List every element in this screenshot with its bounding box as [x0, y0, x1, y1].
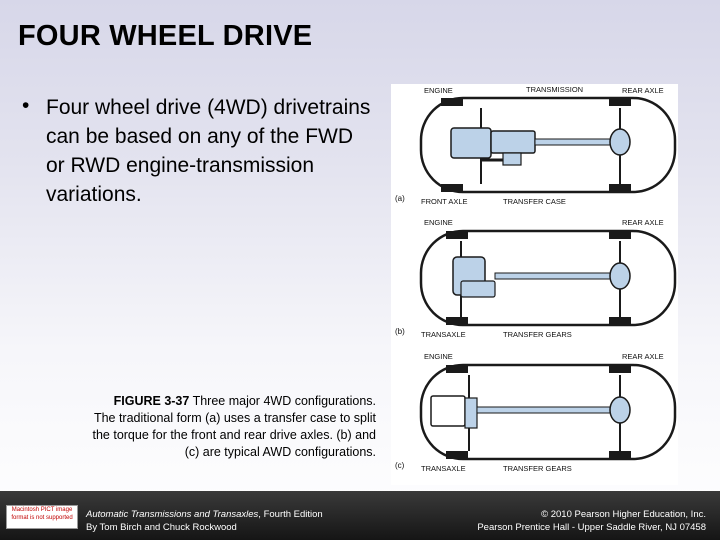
panel-c-engine-label: ENGINE: [424, 352, 453, 361]
footer-book-info: Automatic Transmissions and Transaxles, …: [86, 508, 323, 534]
panel-a-engine: [450, 127, 492, 159]
bullet-text: Four wheel drive (4WD) drivetrains can b…: [46, 96, 371, 206]
footer-edition: , Fourth Edition: [258, 509, 323, 520]
panel-b-transaxle: [460, 280, 496, 298]
panel-b-rear-differential: [609, 262, 631, 290]
panel-a-diagram: ENGINE TRANSMISSION REAR AXLE: [395, 85, 677, 206]
panel-c-transaxle: [464, 397, 478, 429]
footer-bar: [0, 491, 720, 540]
bullet-dot-icon: •: [22, 94, 30, 117]
panel-b-wheel: [609, 317, 631, 325]
slide-title: FOUR WHEEL DRIVE: [18, 20, 313, 52]
footer-publisher: Pearson Prentice Hall - Upper Saddle Riv…: [477, 522, 706, 533]
panel-b-transfer-gears-label: TRANSFER GEARS: [503, 330, 572, 339]
panel-a-rear-axle-label: REAR AXLE: [622, 86, 664, 95]
panel-b-letter: (b): [395, 327, 405, 336]
panel-a-transfer-case-label: TRANSFER CASE: [503, 197, 566, 206]
figure-number: FIGURE 3-37: [113, 394, 190, 408]
panel-c-wheel: [446, 451, 468, 459]
unsupported-image-placeholder: Macintosh PICT image format is not suppo…: [6, 505, 78, 529]
panel-b-vehicle-outline: [419, 229, 677, 327]
panel-a-wheel: [609, 184, 631, 192]
panel-a-transfer-case: [502, 152, 522, 166]
panel-b-transaxle-label: TRANSAXLE: [421, 330, 466, 339]
panel-c-transaxle-label: TRANSAXLE: [421, 464, 466, 473]
panel-a-wheel: [609, 98, 631, 106]
figure-caption: FIGURE 3-37 Three major 4WD configuratio…: [90, 393, 377, 461]
panel-b-wheel: [609, 231, 631, 239]
panel-c-diagram: ENGINE REAR AXLE (c) TRANSAXLE TRANSFER …: [395, 352, 677, 473]
panel-b-diagram: ENGINE REAR AXLE (b) TRANSAXLE TRANSFER …: [395, 218, 677, 339]
panel-c-wheel: [609, 451, 631, 459]
panel-a-front-axle-label: FRONT AXLE: [421, 197, 468, 206]
panel-b-driveshaft: [494, 272, 612, 280]
panel-a-engine-label: ENGINE: [424, 86, 453, 95]
panel-c-engine: [430, 395, 466, 427]
panel-a-wheel: [441, 98, 463, 106]
figure-caption-text: Three major 4WD configurations. The trad…: [92, 394, 377, 459]
panel-c-vehicle-outline: [419, 363, 677, 461]
panel-c-letter: (c): [395, 461, 405, 470]
panel-b-wheel: [446, 317, 468, 325]
panel-c-rear-axle-label: REAR AXLE: [622, 352, 664, 361]
panel-a-wheel: [441, 184, 463, 192]
footer-book-title: Automatic Transmissions and Transaxles: [86, 509, 259, 520]
panel-a-vehicle-outline: [419, 96, 677, 194]
panel-c-transfer-gears-label: TRANSFER GEARS: [503, 464, 572, 473]
panel-a-driveshaft: [534, 138, 612, 146]
panel-b-rear-axle-label: REAR AXLE: [622, 218, 664, 227]
footer-authors: By Tom Birch and Chuck Rockwood: [86, 522, 237, 533]
drivetrain-figure: ENGINE TRANSMISSION REAR AXLE: [391, 84, 678, 485]
footer-copyright: © 2010 Pearson Higher Education, Inc.: [541, 509, 706, 520]
panel-c-wheel: [446, 365, 468, 373]
panel-a-letter: (a): [395, 194, 405, 203]
panel-c-driveshaft: [476, 406, 612, 414]
panel-a-rear-differential: [609, 128, 631, 156]
panel-b-wheel: [446, 231, 468, 239]
panel-a-transmission: [490, 130, 536, 154]
panel-b-engine-label: ENGINE: [424, 218, 453, 227]
panel-c-wheel: [609, 365, 631, 373]
panel-a-transmission-label: TRANSMISSION: [526, 85, 583, 94]
footer-publisher-info: © 2010 Pearson Higher Education, Inc. Pe…: [477, 508, 706, 534]
panel-c-rear-differential: [609, 396, 631, 424]
